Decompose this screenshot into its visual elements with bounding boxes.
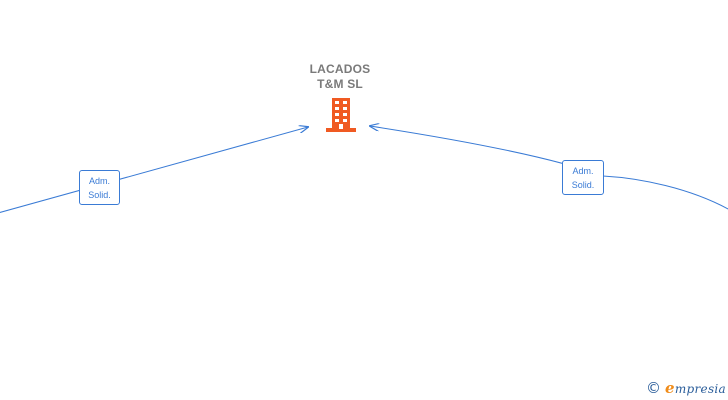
edge-label-role: Adm. (88, 176, 110, 186)
company-node[interactable]: LACADOS T&M SL (290, 62, 390, 132)
edge-label-role: Adm. (572, 166, 594, 176)
brand-initial: e (665, 379, 675, 397)
copyright-icon: © (646, 379, 661, 397)
company-name[interactable]: LACADOS T&M SL (309, 62, 371, 91)
edge-label-type: Solid. (571, 180, 595, 190)
edge-label-right[interactable]: Adm. Solid. (562, 160, 604, 195)
edge-label-type: Solid. (88, 190, 111, 200)
brand-footer: © empresia (646, 378, 726, 398)
edge-right (370, 126, 728, 210)
brand-logo: empresia (665, 379, 726, 397)
edge-left (0, 127, 308, 213)
edge-label-left[interactable]: Adm. Solid. (79, 170, 120, 205)
brand-rest: mpresia (674, 382, 726, 396)
building-icon (326, 98, 356, 132)
